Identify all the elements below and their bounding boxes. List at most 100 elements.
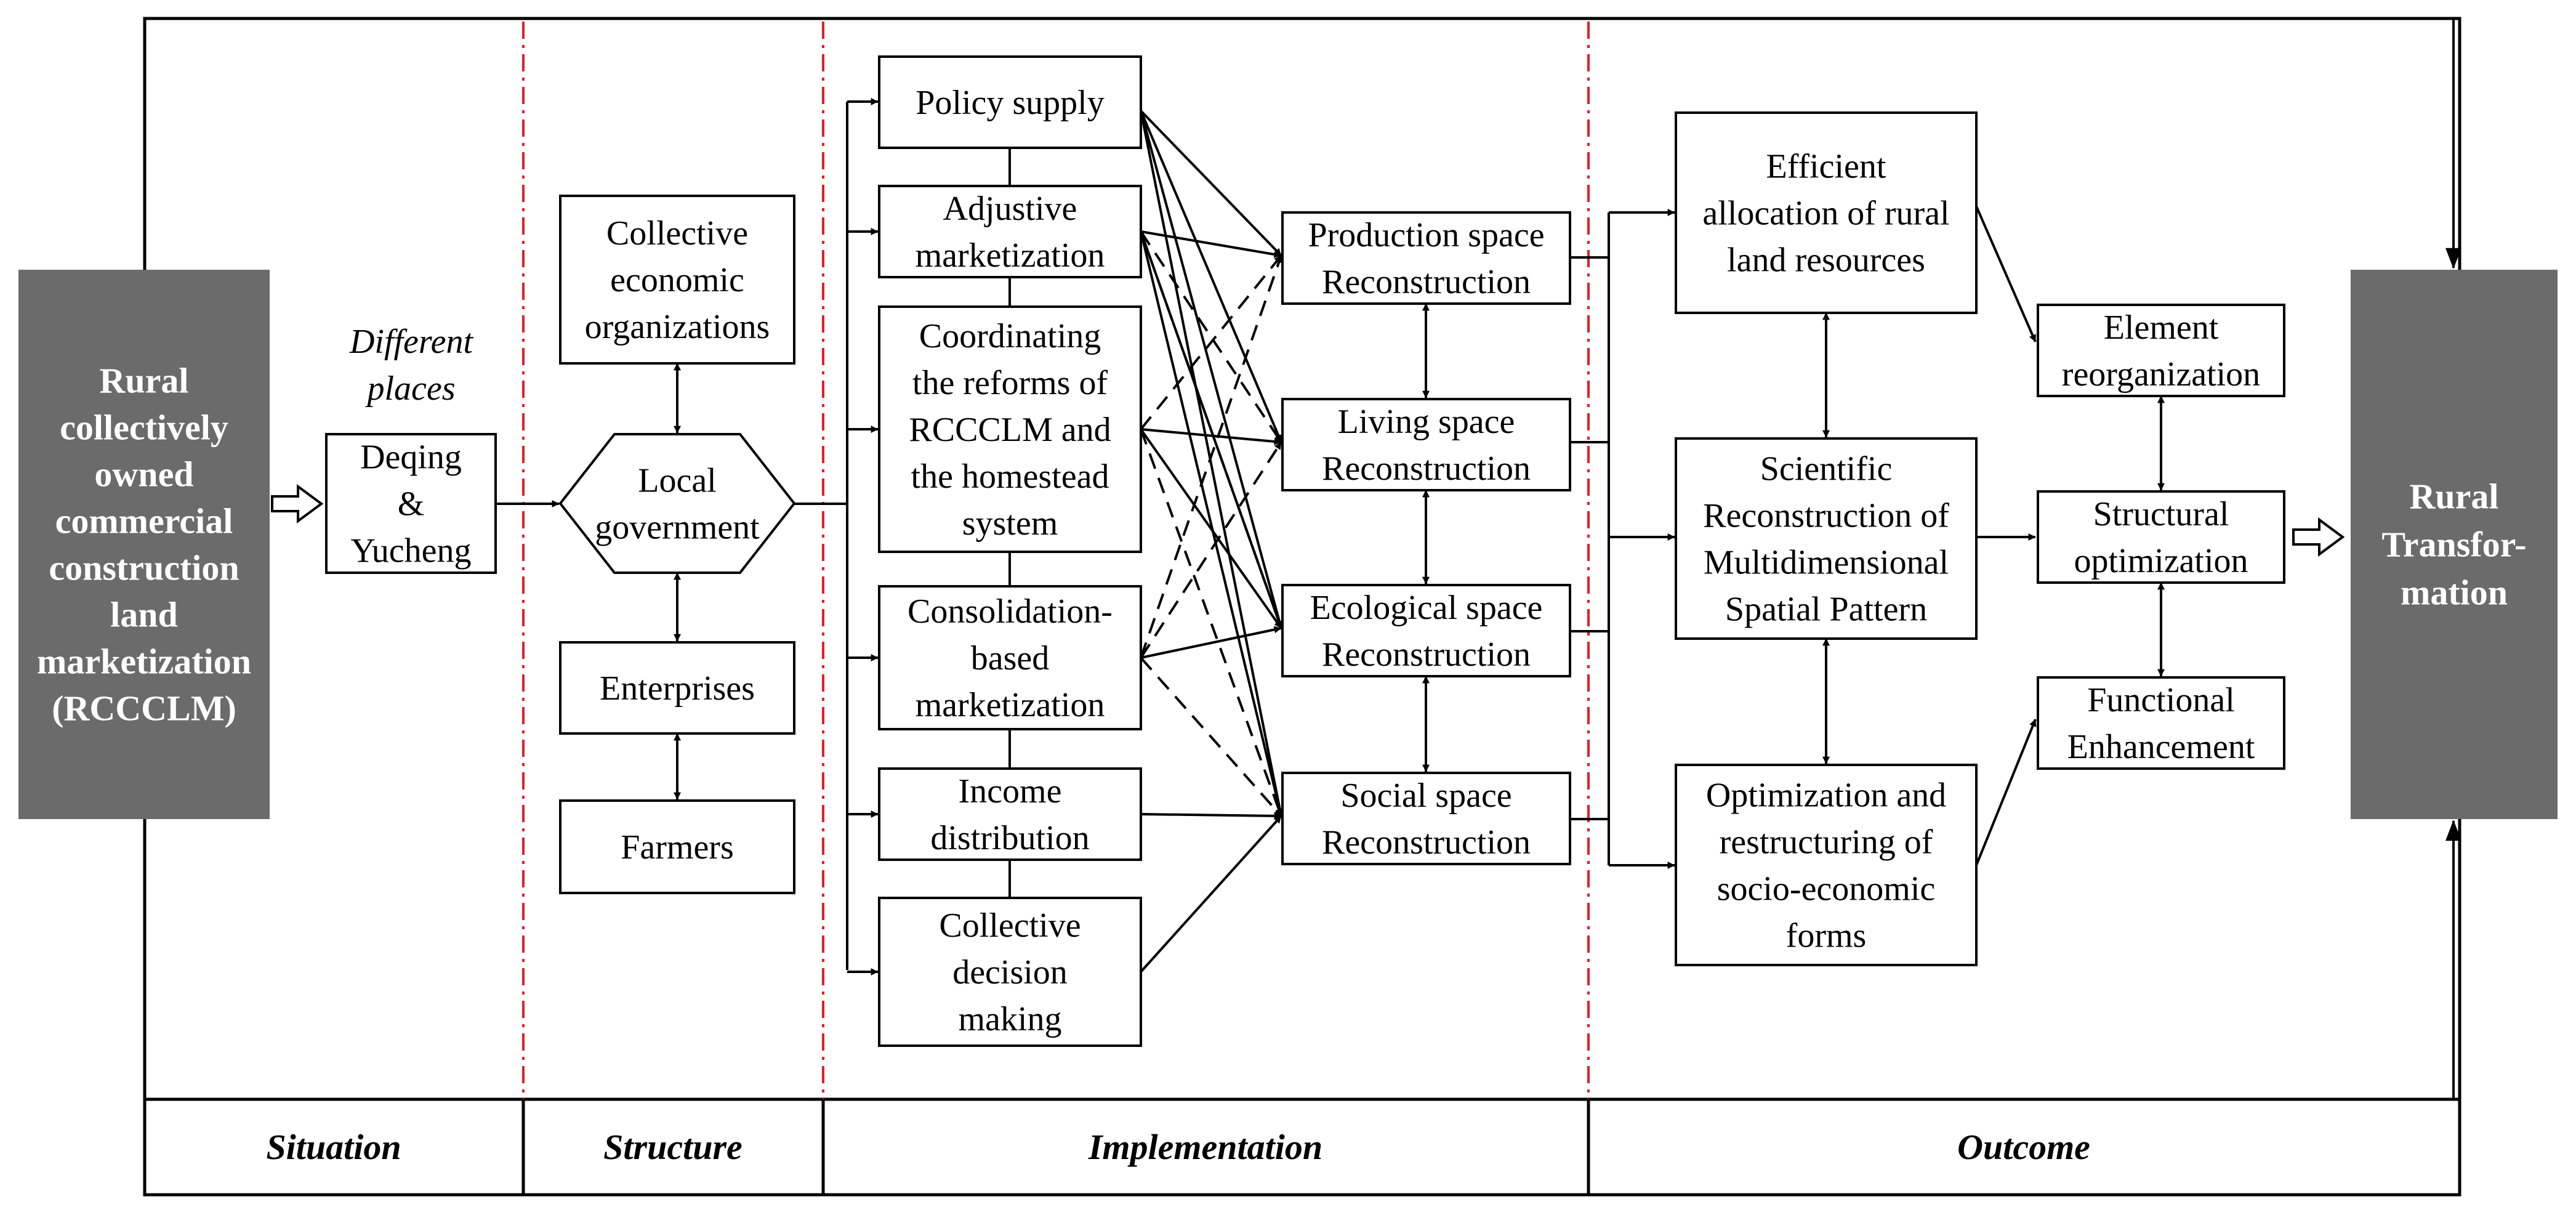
adjustive-marketization-box-line: Adjustive xyxy=(943,190,1077,228)
consolidation-marketization-box-line: marketization xyxy=(916,686,1105,724)
local-government-hexagon-line: government xyxy=(595,509,760,547)
rccclm-terminal-line: commercial xyxy=(55,501,233,541)
efficient-allocation-box-line: allocation of rural xyxy=(1702,195,1949,233)
implementation-to-space-arrow xyxy=(1140,812,1282,820)
rural-transformation-terminal-line: Rural xyxy=(2410,477,2499,517)
income-distribution-box-label: Income distribution xyxy=(930,772,1089,857)
implementation-to-space-arrow xyxy=(1140,110,1282,443)
policy-supply-box-label: Policy supply xyxy=(916,84,1104,122)
farmers-box-line: Farmers xyxy=(621,828,734,867)
rural-transformation-terminal-line: mation xyxy=(2401,573,2508,613)
production-space-box-line: Production space xyxy=(1308,216,1544,254)
output-hollow-arrow xyxy=(2292,517,2345,557)
implementation-to-space-dashed-arrow xyxy=(1140,254,1282,430)
enterprises-box-line: Enterprises xyxy=(600,669,755,708)
adjustive-marketization-box-line: marketization xyxy=(916,236,1105,275)
rccclm-terminal-line: Rural xyxy=(100,361,189,401)
enterprises-box-label: Enterprises xyxy=(600,669,755,708)
element-reorganization-box-shape xyxy=(2037,304,2285,397)
implementation-to-space-dashed-arrow xyxy=(1140,255,1282,658)
coordinating-reforms-box-label: Coordinating the reforms of RCCCLM and the … xyxy=(909,317,1111,543)
connectors xyxy=(271,18,2461,1099)
implementation-to-space-dashed-arrow xyxy=(1140,656,1282,817)
rccclm-terminal-line: land xyxy=(110,595,178,635)
implementation-to-space-arrow xyxy=(1140,428,1282,629)
element-reorganization-box-line: Element xyxy=(2104,309,2219,347)
income-distribution-box-shape xyxy=(878,767,1142,861)
rural-transformation-terminal-shape xyxy=(2351,270,2558,819)
production-space-box-shape xyxy=(1281,211,1571,305)
efficient-allocation-box-line: land resources xyxy=(1727,241,1925,280)
functional-enhancement-box-shape xyxy=(2037,676,2285,770)
deqing-yucheng-box: Deqing & Yucheng xyxy=(325,433,497,574)
functional-enhancement-box-line: Functional xyxy=(2087,681,2235,719)
enterprises-box: Enterprises xyxy=(559,641,795,735)
deqing-yucheng-box-line: Deqing xyxy=(360,438,462,477)
income-distribution-box-line: Income xyxy=(959,772,1062,810)
stage-label-implementation: Implementation xyxy=(1088,1127,1322,1167)
collective-economic-box-shape xyxy=(559,195,795,365)
implementation-to-space-arrow xyxy=(1140,626,1282,659)
rccclm-terminal-line: owned xyxy=(94,454,193,495)
deqing-yucheng-box-line: Yucheng xyxy=(351,532,472,570)
rccclm-terminal-line: construction xyxy=(49,548,239,588)
ecological-space-box-line: Ecological space xyxy=(1310,589,1543,627)
rccclm-terminal-line: collectively xyxy=(60,408,228,448)
deqing-yucheng-box-shape xyxy=(325,433,497,574)
adjustive-marketization-box: Adjustive marketization xyxy=(878,185,1142,278)
adjustive-marketization-box-shape xyxy=(878,185,1142,278)
implementation-to-space-arrow xyxy=(1140,428,1282,445)
income-distribution-box-line: distribution xyxy=(930,819,1089,857)
implementation-to-space-arrow xyxy=(1140,110,1283,629)
local-government-hexagon-shape xyxy=(558,433,796,574)
coordinating-reforms-box-line: the homestead xyxy=(911,458,1109,496)
deqing-yucheng-box-line: & xyxy=(398,485,425,523)
structural-optimization-box-shape xyxy=(2037,490,2285,584)
different-places-line: Different xyxy=(349,323,474,361)
coordinating-reforms-box-line: system xyxy=(962,504,1058,543)
coordinating-reforms-box: Coordinating the reforms of RCCCLM and the … xyxy=(878,305,1142,553)
policy-supply-box-line: Policy supply xyxy=(916,84,1104,122)
collective-decision-box-line: Collective xyxy=(939,907,1081,945)
coordinating-reforms-box-line: Coordinating xyxy=(919,317,1101,355)
scientific-reconstruction-box-line: Reconstruction of xyxy=(1703,497,1949,535)
functional-enhancement-box-line: Enhancement xyxy=(2067,728,2255,766)
coordinating-reforms-box-line: RCCCLM and xyxy=(909,411,1111,449)
stage-label-situation: Situation xyxy=(266,1127,401,1167)
implementation-to-space-dashed-arrow xyxy=(1140,230,1282,443)
rural-transformation-terminal-line: Transfor- xyxy=(2381,525,2526,565)
coordinating-reforms-box-line: the reforms of xyxy=(912,364,1108,402)
stage-label-structure: Structure xyxy=(603,1127,743,1167)
collective-decision-box-shape xyxy=(878,897,1142,1047)
living-space-box-shape xyxy=(1281,398,1571,491)
implementation-to-space-dashed-arrow xyxy=(1140,231,1282,629)
income-distribution-box: Income distribution xyxy=(878,767,1142,861)
social-space-box-line: Social space xyxy=(1340,777,1511,815)
farmers-box-label: Farmers xyxy=(621,828,734,867)
stage-dividers xyxy=(522,22,1590,1099)
efficient-to-element-arrow xyxy=(1975,206,2037,342)
deqing-yucheng-box-label: Deqing & Yucheng xyxy=(351,438,472,570)
efficient-allocation-box-shape xyxy=(1675,111,1978,314)
rccclm-terminal-shape xyxy=(18,270,270,819)
optimization-to-functional-arrow xyxy=(1975,719,2037,866)
